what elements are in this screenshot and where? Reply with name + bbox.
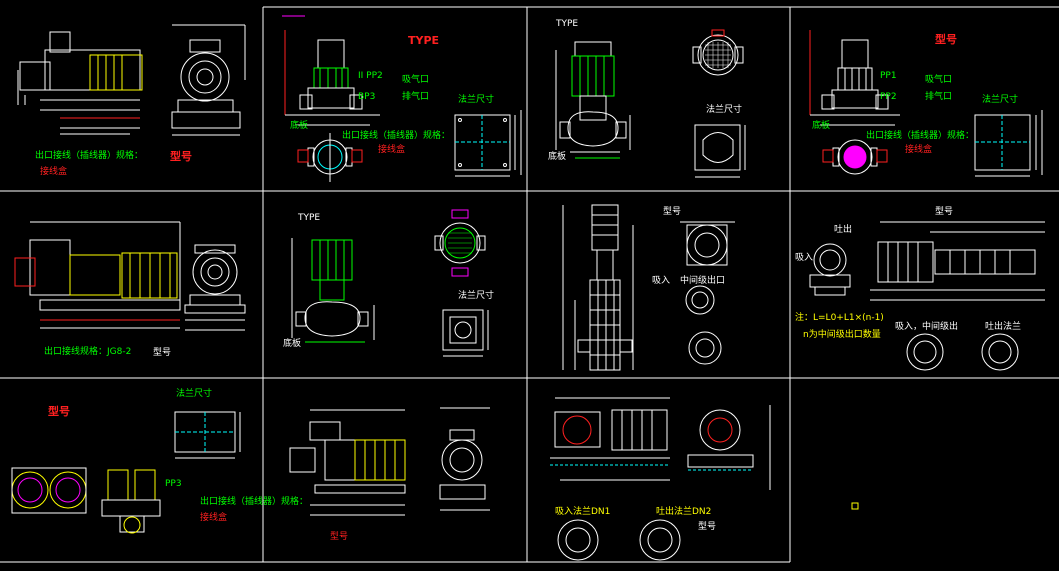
- p4-flange-label: 法兰尺寸: [982, 95, 1019, 105]
- p9-flange-label: 法兰尺寸: [176, 389, 213, 399]
- p7-mid-label: 中间级出口: [680, 276, 726, 286]
- p8-suction-label: 吸入: [795, 253, 814, 263]
- p5-spec-label: 出口接线规格：JG8-2: [44, 347, 132, 357]
- panel-2-vertical-pump: [282, 15, 522, 182]
- p11-suction-label: 吸入法兰DN1: [555, 507, 611, 517]
- panel-10-horizontal-pump: [289, 407, 490, 516]
- p8-model-label: 型号: [935, 207, 954, 217]
- p4-pp2-label: PP2: [880, 92, 897, 102]
- panel-6-inline-pump: [291, 209, 489, 357]
- p2-spec-label: 出口接线（插线器）规格：: [342, 131, 451, 141]
- p1-box-label: 接线盒: [40, 167, 68, 177]
- p8-discharge-label: 吐出: [834, 225, 853, 235]
- p1-model-label: 型号: [170, 150, 192, 163]
- p4-box-label: 接线盒: [905, 145, 933, 155]
- p3-flange-label: 法兰尺寸: [706, 105, 743, 115]
- p4-outlet-label: 排气口: [925, 92, 953, 102]
- p2-type-label: TYPE: [408, 34, 440, 47]
- p7-model-label: 型号: [663, 207, 682, 217]
- p2-flange-label: 法兰尺寸: [458, 95, 495, 105]
- p8-suction-flange-label: 吸入，中间级出: [895, 322, 959, 332]
- p6-type-label: TYPE: [298, 213, 321, 223]
- p4-spec-label: 出口接线（插线器）规格：: [866, 131, 975, 141]
- p2-box-label: 接线盒: [378, 145, 406, 155]
- p3-base-label: 底板: [548, 152, 567, 162]
- p11-model-label: 型号: [698, 522, 717, 532]
- p2-outlet-label: 排气口: [402, 92, 430, 102]
- p4-pp1-label: PP1: [880, 71, 897, 81]
- p8-discharge-flange-label: 吐出法兰: [985, 322, 1022, 332]
- p4-base-label: 底板: [812, 121, 831, 131]
- p4-inlet-label: 吸气口: [925, 75, 953, 85]
- p10-model-label: 型号: [330, 532, 349, 542]
- p2-pp2-label: II PP2: [358, 71, 383, 81]
- p9-pp3-label: PP3: [165, 479, 182, 489]
- panel-4-vertical-pump: [809, 30, 1043, 177]
- panel-7-multistage-pump: [562, 204, 735, 371]
- p5-model-label: 型号: [153, 348, 172, 358]
- marker-square: [851, 502, 859, 510]
- panel-8-horizontal-multistage: [809, 221, 1045, 371]
- panel-5-horizontal-pump: [14, 221, 246, 331]
- p6-flange-label: 法兰尺寸: [458, 291, 495, 301]
- p8-note2-label: n为中间级出口数量: [803, 330, 881, 340]
- p9-spec-label: 出口接线（插线器）规格：: [200, 497, 309, 507]
- p8-note-label: 注：L=L0+L1×(n-1): [795, 313, 884, 323]
- panel-1-horizontal-pump: [17, 24, 246, 136]
- p11-discharge-label: 吐出法兰DN2: [656, 507, 712, 517]
- p2-inlet-label: 吸气口: [402, 75, 430, 85]
- p6-base-label: 底板: [283, 339, 302, 349]
- p9-model-label: 型号: [48, 405, 70, 418]
- p3-type-label: TYPE: [556, 19, 579, 29]
- panel-9-twin-pump: [11, 411, 241, 534]
- p9-box-label: 接线盒: [200, 513, 228, 523]
- p2-bp3-label: BP3: [358, 92, 376, 102]
- p2-base-label: 底板: [290, 121, 309, 131]
- panel-3-inline-pump: [555, 29, 746, 178]
- p4-model-label: 型号: [935, 33, 957, 46]
- panel-11-split-case-pump: [550, 397, 771, 561]
- p7-inlet-label: 吸入: [652, 276, 671, 286]
- p1-spec-label: 出口接线（插线器）规格：: [35, 151, 144, 161]
- panel-frames: [0, 6, 1059, 563]
